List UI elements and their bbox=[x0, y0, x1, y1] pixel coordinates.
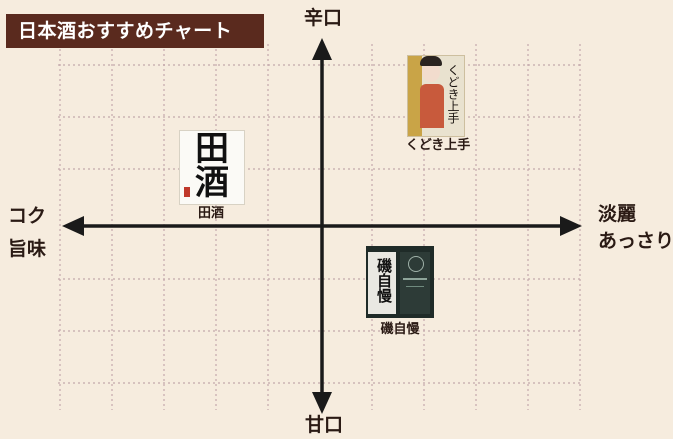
axis-label-dry: 辛口 bbox=[304, 7, 343, 29]
axis-label-umami: 旨味 bbox=[8, 238, 47, 260]
geisha-face bbox=[422, 62, 440, 82]
ring-emblem-icon bbox=[408, 256, 424, 272]
isojiman-front-label: 磯自慢 bbox=[368, 252, 396, 314]
isojiman-side-label bbox=[400, 252, 430, 314]
arrow-left-icon bbox=[62, 216, 84, 236]
geisha-hair bbox=[420, 56, 442, 66]
axis-label-light: 淡麗 bbox=[598, 203, 637, 225]
tasake-bottle-image[interactable]: 田 酒 bbox=[179, 130, 245, 205]
arrow-down-icon bbox=[312, 392, 332, 414]
label-line bbox=[403, 278, 427, 280]
tasake-label-char-2: 酒 bbox=[195, 163, 229, 203]
arrow-right-icon bbox=[560, 216, 582, 236]
axis-label-crisp: あっさり bbox=[598, 230, 673, 252]
axis-label-rich: コク bbox=[8, 205, 47, 227]
product-name-tasake: 田酒 bbox=[197, 206, 224, 221]
gold-band bbox=[408, 56, 422, 136]
axis-label-sweet: 甘口 bbox=[305, 414, 344, 436]
red-seal-stamp bbox=[184, 187, 190, 197]
page-title: 日本酒おすすめチャート bbox=[6, 14, 264, 48]
isojiman-bottle-image[interactable]: 磯自慢 bbox=[366, 246, 434, 318]
geisha-robe bbox=[420, 84, 444, 128]
kudoki-bottle-image[interactable]: くどき上手 bbox=[407, 55, 465, 137]
arrow-up-icon bbox=[312, 38, 332, 60]
product-name-isojiman: 磯自慢 bbox=[380, 322, 420, 337]
kudoki-label-script: くどき上手 bbox=[446, 64, 460, 124]
product-name-kudoki: くどき上手 bbox=[405, 138, 471, 153]
isojiman-label-script: 磯自慢 bbox=[375, 258, 393, 303]
tasake-label-char-1: 田 bbox=[195, 130, 229, 169]
label-line bbox=[406, 286, 424, 287]
